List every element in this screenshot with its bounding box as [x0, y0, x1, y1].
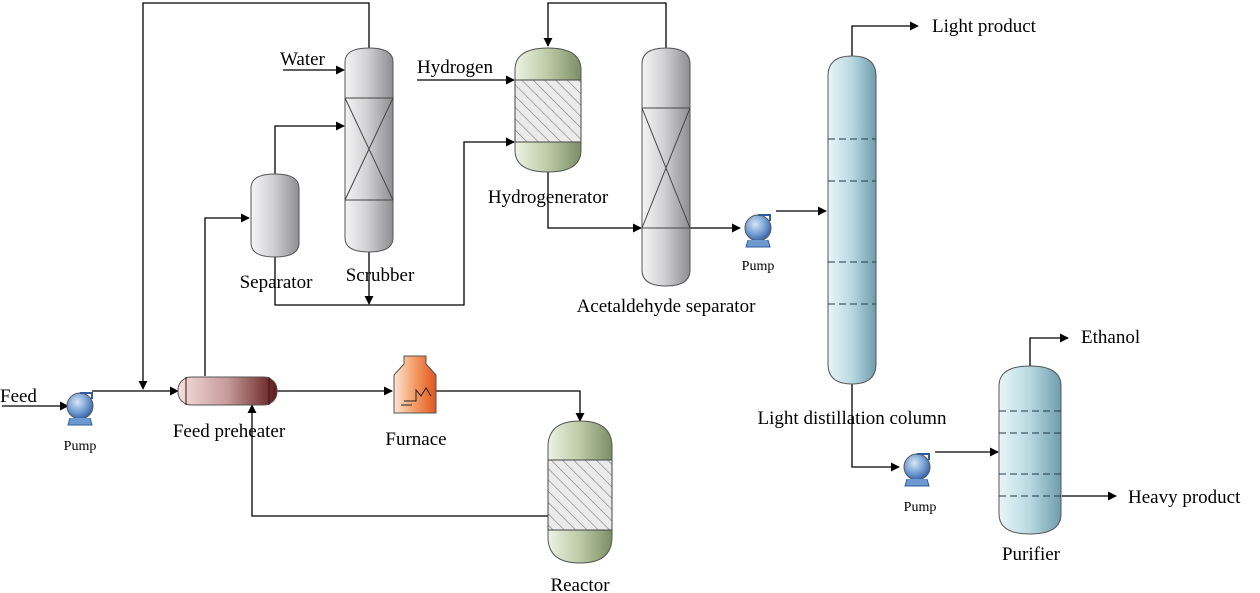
label-pump-bottom: Pump [904, 500, 937, 515]
reactor [547, 420, 613, 564]
label-separator: Separator [240, 272, 313, 293]
label-hydrogen: Hydrogen [417, 57, 493, 78]
label-water: Water [280, 49, 326, 70]
pipe-scrubber-recycle [138, 2, 370, 390]
pipe-separator-to-scrubber [274, 121, 345, 176]
middle-pump [744, 214, 772, 248]
label-reactor: Reactor [550, 575, 610, 593]
hydrogenerator [514, 47, 582, 173]
label-purifier: Purifier [1002, 544, 1061, 565]
pipes [2, 2, 1117, 517]
furnace [393, 355, 437, 414]
bottom-pump [903, 453, 931, 487]
label-feed: Feed [0, 386, 37, 407]
labels: Feed Pump Feed preheater Furnace Reactor… [0, 16, 1241, 593]
feed-pump [66, 392, 94, 426]
purifier [998, 365, 1062, 535]
pipe-reactor-to-preheater [247, 404, 548, 517]
separator [250, 173, 300, 258]
label-feed-preheater: Feed preheater [173, 421, 286, 442]
feed-preheater [177, 376, 278, 406]
pipe-light-product-out [851, 21, 919, 58]
pipe-light-column-to-pump [851, 382, 900, 472]
label-pump-feed: Pump [64, 439, 97, 454]
pipe-acetaldehyde-recycle [543, 2, 667, 50]
scrubber [344, 47, 394, 253]
label-hydrogenerator: Hydrogenerator [488, 187, 609, 208]
pipe-hydrogenerator-to-acetaldehyde [547, 172, 642, 233]
label-scrubber: Scrubber [346, 265, 415, 286]
label-pump-mid: Pump [742, 259, 775, 274]
pipe-furnace-to-reactor [436, 390, 585, 422]
label-light-distillation-column: Light distillation column [758, 408, 947, 429]
acetaldehyde-separator [641, 47, 691, 287]
label-ethanol: Ethanol [1081, 327, 1140, 348]
pipe-preheater-to-separator [204, 213, 250, 376]
pipe-ethanol-out [1029, 333, 1069, 368]
light-distillation-column [827, 55, 877, 385]
label-furnace: Furnace [385, 429, 446, 450]
label-heavy-product: Heavy product [1128, 487, 1241, 508]
pipe-separator-to-hydrogenerator [274, 137, 515, 306]
label-light-product: Light product [932, 16, 1037, 37]
label-acetaldehyde-separator: Acetaldehyde separator [577, 296, 756, 317]
